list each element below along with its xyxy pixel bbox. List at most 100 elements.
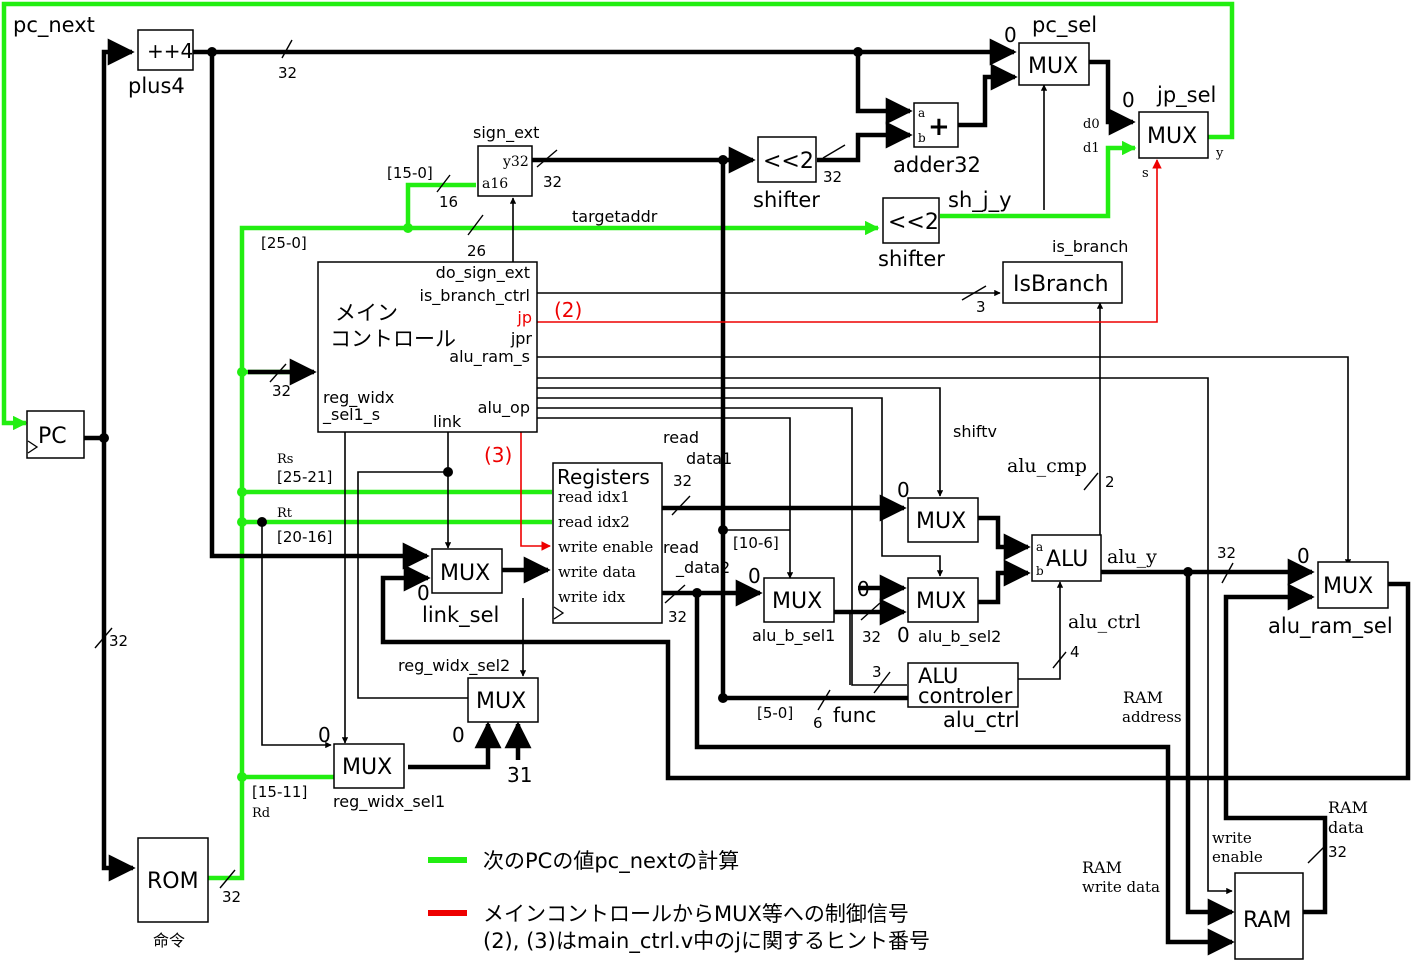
width-shifter1: 32 bbox=[823, 168, 842, 186]
link-sel-zero: 0 bbox=[417, 581, 430, 605]
alu-b-sel1-zero: 0 bbox=[748, 564, 761, 588]
shift-mux-sig: shiftv bbox=[953, 422, 997, 441]
alu-ram-sel-mux: MUX 0 alu_ram_sel bbox=[1268, 544, 1393, 639]
reg-widx-sel2-mux: MUX reg_widx_sel2 0 31 bbox=[398, 656, 539, 787]
bit-range-rd: [15-11] bbox=[252, 783, 307, 801]
bit-range-rt: [20-16] bbox=[277, 528, 332, 546]
shifter1-label: shifter bbox=[753, 188, 820, 212]
sign-ext-port-a: a16 bbox=[482, 176, 508, 192]
ram-block: RAM RAM address RAM data write enable RA… bbox=[1082, 688, 1368, 960]
main-ctrl-title-1: メイン bbox=[335, 301, 398, 325]
width-isbranch-ctrl: 3 bbox=[976, 298, 986, 316]
alu-controller-block: ALU controler alu_ctrl bbox=[907, 662, 1020, 733]
ram-we-1: write bbox=[1212, 829, 1252, 847]
ram-wd-2: write data bbox=[1082, 878, 1160, 896]
link-sel-title: MUX bbox=[440, 561, 490, 586]
reg-port-read-idx1: read idx1 bbox=[558, 488, 630, 506]
alu-controller-label: alu_ctrl bbox=[943, 708, 1020, 733]
signal-labels: pc_next targetaddr sh_j_y func (2) (3) [… bbox=[13, 13, 1347, 906]
rt-name: Rt bbox=[277, 506, 293, 521]
reg-port-read-idx2: read idx2 bbox=[558, 513, 630, 531]
pc-sel-title: MUX bbox=[1028, 54, 1078, 79]
width-pc: 32 bbox=[109, 632, 128, 650]
port-reg-widx-2: _sel1_s bbox=[322, 405, 380, 425]
jp-sel-y: y bbox=[1215, 146, 1224, 161]
alu-b-sel2-label: alu_b_sel2 bbox=[918, 627, 1001, 647]
alu-out: alu_y bbox=[1107, 546, 1157, 568]
adder-port-a: a bbox=[918, 106, 925, 120]
legend-red-text-2: (2), (3)はmain_ctrl.v中のjに関するヒント番号 bbox=[483, 929, 930, 954]
hint-3-label: (3) bbox=[484, 443, 512, 467]
reg-widx-sel2-zero: 0 bbox=[452, 723, 465, 747]
bit-range-imm: [15-0] bbox=[387, 164, 433, 182]
plus4-title: ++4 bbox=[147, 39, 193, 63]
width-alub: 32 bbox=[862, 628, 881, 646]
alu-ctrl-sig: alu_ctrl bbox=[1068, 611, 1141, 633]
reg-widx-sel1-label: reg_widx_sel1 bbox=[333, 792, 445, 812]
adder-label: adder32 bbox=[893, 153, 981, 177]
link-sel-mux: MUX 0 link_sel bbox=[417, 548, 503, 628]
pc-sel-zero: 0 bbox=[1004, 23, 1017, 47]
width-ramdata: 32 bbox=[1328, 843, 1347, 861]
port-reg-widx-1: reg_widx bbox=[323, 388, 394, 408]
bit-range-funct: [5-0] bbox=[757, 704, 793, 722]
link-sel-label: link_sel bbox=[422, 603, 499, 628]
pc-register: PC bbox=[26, 410, 85, 459]
port-alu-op: alu_op bbox=[478, 398, 530, 418]
width-func: 6 bbox=[813, 714, 823, 732]
alu-title: ALU bbox=[1046, 547, 1088, 572]
reg-read1-l2: data1 bbox=[686, 449, 732, 468]
adder-block: a b + adder32 bbox=[893, 102, 981, 177]
width-alucmp: 2 bbox=[1105, 473, 1115, 491]
port-alu-ram-s: alu_ram_s bbox=[449, 347, 530, 367]
thin-wires bbox=[99, 47, 1352, 895]
jp-sel-label: jp_sel bbox=[1156, 83, 1216, 108]
rs-name: Rs bbox=[277, 452, 293, 467]
reg-widx-sel1-title: MUX bbox=[342, 755, 392, 780]
jp-sel-title: MUX bbox=[1147, 124, 1197, 149]
width-instr-main: 32 bbox=[272, 382, 291, 400]
ram-data-2: data bbox=[1328, 818, 1364, 837]
registers-title: Registers bbox=[557, 465, 650, 489]
rom-title: ROM bbox=[147, 869, 199, 894]
isbranch-block: IsBranch is_branch bbox=[1002, 237, 1128, 304]
alu-b-sel2-title: MUX bbox=[916, 589, 966, 614]
width-imm: 16 bbox=[439, 193, 458, 211]
ram-title: RAM bbox=[1243, 908, 1291, 933]
alu-controller-title-1: ALU bbox=[918, 664, 958, 688]
shifter2-label: shifter bbox=[878, 247, 945, 271]
pc-title: PC bbox=[38, 424, 67, 449]
jp-sel-d1: d1 bbox=[1083, 141, 1100, 156]
pc-sel-label: pc_sel bbox=[1032, 13, 1097, 38]
plus4-label: plus4 bbox=[128, 74, 185, 98]
reg-port-write-enable: write enable bbox=[558, 538, 653, 556]
reg-port-write-data: write data bbox=[558, 563, 636, 581]
ram-data-1: RAM bbox=[1328, 798, 1368, 817]
width-ticks bbox=[94, 39, 1326, 889]
shift-mux: MUX 0 shiftv bbox=[897, 422, 997, 543]
alu-b-sel2-zero-top: 0 bbox=[857, 577, 870, 601]
shifter2-title: <<2 bbox=[888, 210, 939, 235]
targetaddr-label: targetaddr bbox=[572, 207, 658, 226]
alu-block: a b ALU alu_y alu_cmp alu_ctrl bbox=[1007, 455, 1157, 633]
isbranch-out: is_branch bbox=[1052, 237, 1128, 257]
width-read1: 32 bbox=[673, 472, 692, 490]
reg-port-write-idx: write idx bbox=[558, 588, 626, 606]
reg-widx-sel2-label: reg_widx_sel2 bbox=[398, 656, 510, 676]
hint-2-label: (2) bbox=[554, 298, 582, 322]
alu-b-sel2-mux: MUX 0 0 alu_b_sel2 bbox=[857, 577, 1001, 647]
alu-port-a: a bbox=[1036, 540, 1043, 554]
width-signext: 32 bbox=[543, 173, 562, 191]
width-pc4: 32 bbox=[278, 64, 297, 82]
bus-wires bbox=[84, 38, 1411, 956]
alu-b-sel1-mux: MUX 0 alu_b_sel1 bbox=[748, 564, 835, 646]
ram-wd-1: RAM bbox=[1082, 858, 1122, 877]
main-control-block: メイン コントロール do_sign_ext is_branch_ctrl jp… bbox=[317, 261, 538, 433]
width-read2: 32 bbox=[668, 608, 687, 626]
adder-port-b: b bbox=[918, 131, 926, 145]
legend-green-text: 次のPCの値pc_nextの計算 bbox=[483, 849, 739, 874]
alu-cmp: alu_cmp bbox=[1007, 455, 1087, 477]
registers-block: Registers read idx1 read idx2 write enab… bbox=[552, 428, 732, 624]
ram-address-2: address bbox=[1122, 708, 1182, 726]
